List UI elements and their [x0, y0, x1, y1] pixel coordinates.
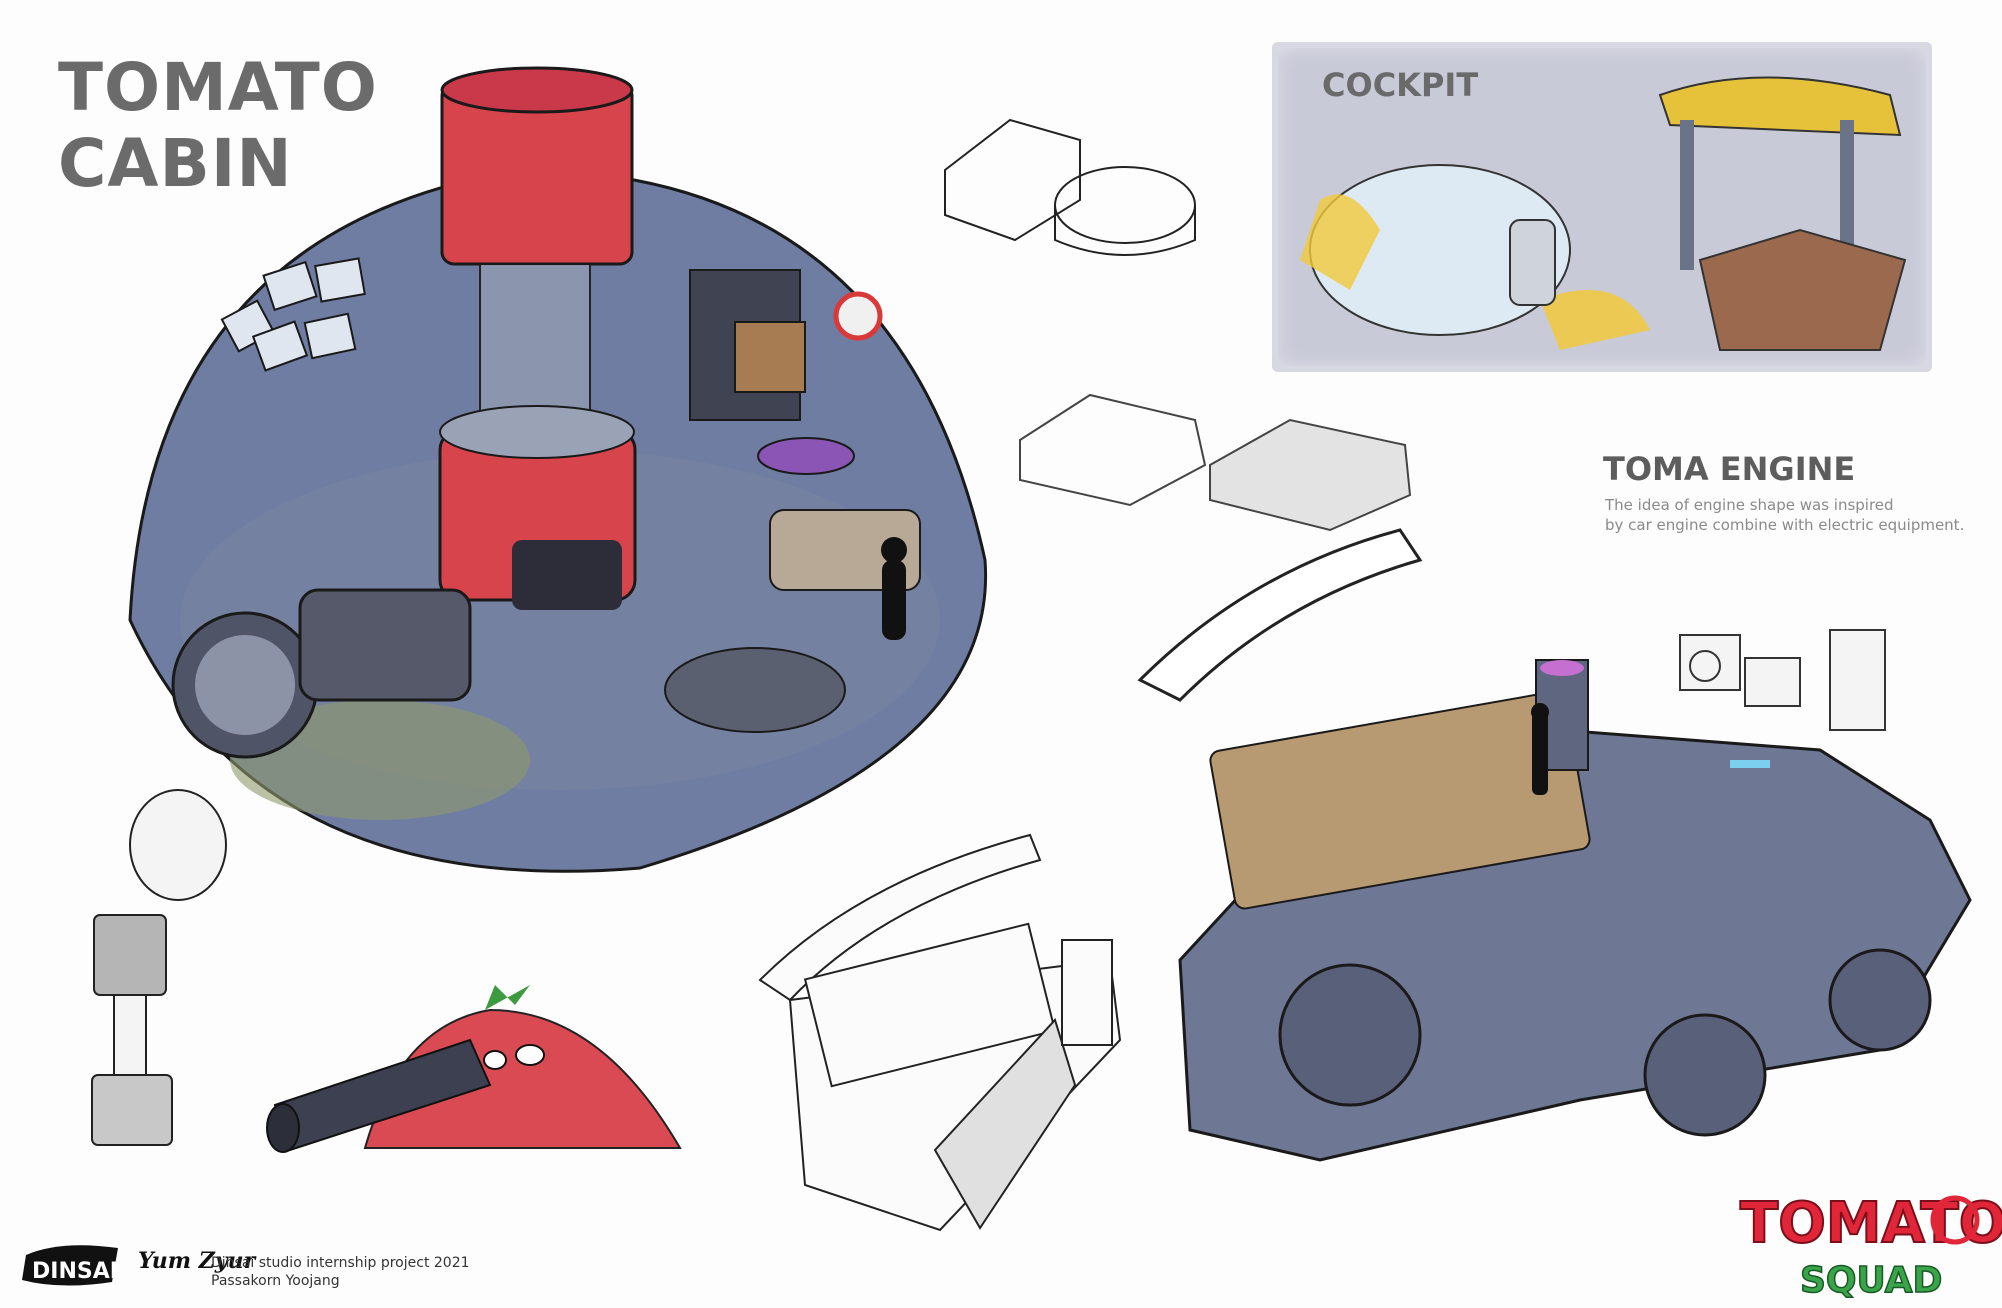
- engine-description: The idea of engine shape was inspired by…: [1605, 495, 1964, 535]
- studio-logo: DINSAI: [22, 1245, 118, 1286]
- page-title-line1: TOMATO: [58, 49, 378, 126]
- cockpit-title: COCKPIT: [1322, 66, 1479, 104]
- credit-line1: Dinsai studio internship project 2021: [211, 1255, 470, 1271]
- page-title: TOMATO CABIN: [58, 50, 378, 202]
- signature-logo-text: Yum Zyur: [138, 1248, 257, 1274]
- game-logo-line1: TOMATO: [1740, 1191, 2002, 1256]
- engine-description-line2: by car engine combine with electric equi…: [1605, 516, 1965, 534]
- studio-logo-text: DINSAI: [32, 1259, 118, 1284]
- cockpit-sketch-right: [1658, 76, 1907, 351]
- credits: Dinsai studio internship project 2021 Pa…: [211, 1254, 470, 1290]
- engine-sketch: [758, 833, 1122, 1232]
- sofa-sketch: [944, 118, 1196, 256]
- tower-sketch: [91, 789, 227, 1146]
- cockpit-sketch-left: [1300, 164, 1650, 350]
- engine-title: TOMA ENGINE: [1603, 450, 1856, 488]
- tomato-squad-logo: TOMATO SQUAD: [1739, 1190, 2002, 1302]
- tomato-dome-sketch: [266, 985, 682, 1153]
- engine-illustration: [1137, 528, 1972, 1162]
- signature-logo: Yum Zyur: [138, 1248, 257, 1274]
- credit-line2: Passakorn Yoojang: [211, 1273, 340, 1289]
- cabin-dome-illustration: [128, 66, 988, 873]
- appliance-sketches: [1679, 629, 1886, 731]
- page-title-line2: CABIN: [58, 125, 293, 202]
- engine-description-line1: The idea of engine shape was inspired: [1605, 496, 1894, 514]
- game-logo-line2: SQUAD: [1800, 1260, 1942, 1301]
- bed-sketches: [1019, 393, 1412, 532]
